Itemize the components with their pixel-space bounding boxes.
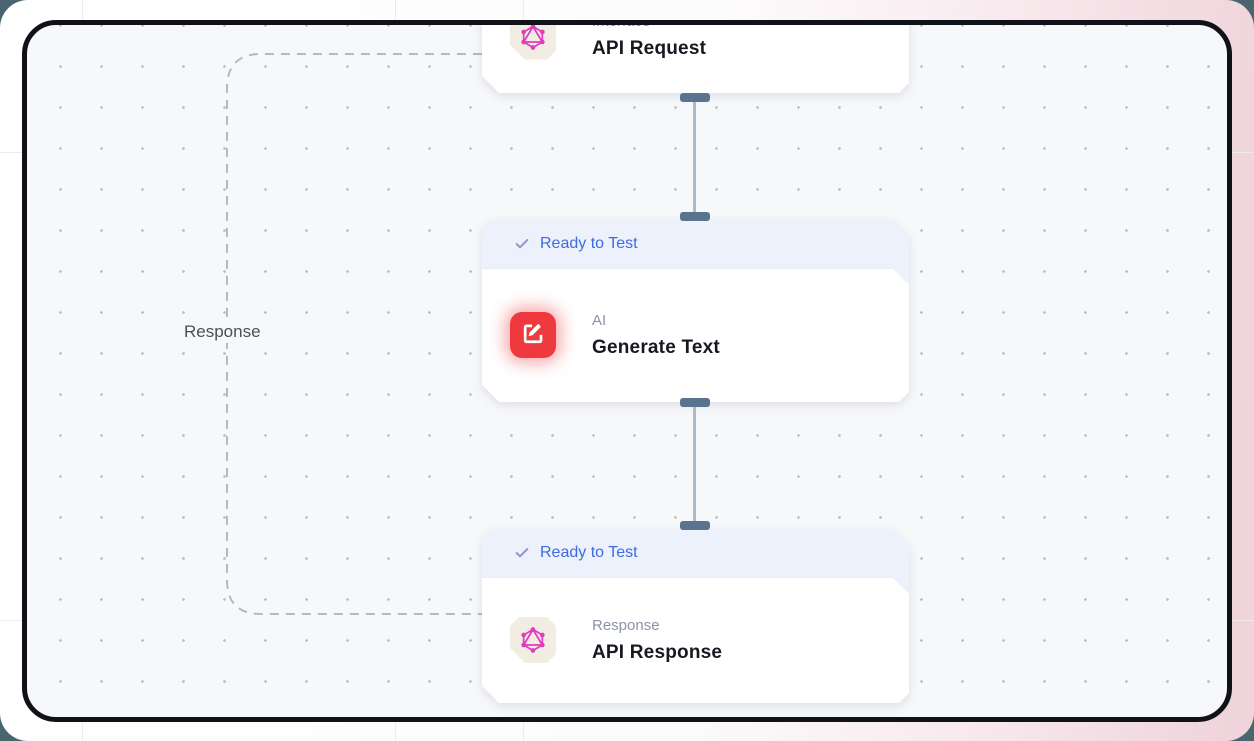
- connector-line: [693, 406, 696, 521]
- node-category: Response: [592, 616, 660, 634]
- edit-note-icon: [520, 322, 546, 348]
- node-title: API Request: [592, 38, 707, 59]
- check-icon: [514, 545, 530, 561]
- connector-port[interactable]: [680, 521, 710, 530]
- status-badge-label: Ready to Test: [540, 235, 638, 252]
- connector-port[interactable]: [680, 398, 710, 407]
- graphql-icon: [519, 626, 547, 654]
- generate-text-icon: [510, 312, 556, 358]
- lightning-icon: ⚡: [345, 25, 364, 26]
- connector-line: [693, 98, 696, 216]
- connector-port[interactable]: [680, 212, 710, 221]
- connector-port[interactable]: [680, 93, 710, 102]
- node-category: Interface: [592, 20, 651, 30]
- status-badge-label: Ready to Test: [540, 544, 638, 561]
- api-response-icon: [510, 617, 556, 663]
- node-api-response[interactable]: Ready to Test Response: [482, 529, 909, 703]
- node-title: Generate Text: [592, 336, 720, 358]
- node-category: AI: [592, 311, 607, 329]
- node-generate-text[interactable]: Ready to Test AI Generate Text: [482, 220, 909, 402]
- trigger-label: ⚡ Trigger: [345, 25, 419, 26]
- node-title: API Response: [592, 641, 723, 663]
- node-api-request[interactable]: Interface API Request: [482, 20, 909, 93]
- check-icon: [514, 236, 530, 252]
- api-request-icon: [510, 20, 556, 60]
- graphql-icon: [519, 23, 547, 51]
- workflow-canvas[interactable]: Response ⚡ Trigger: [22, 20, 1232, 722]
- edge-label-response: Response: [177, 321, 268, 343]
